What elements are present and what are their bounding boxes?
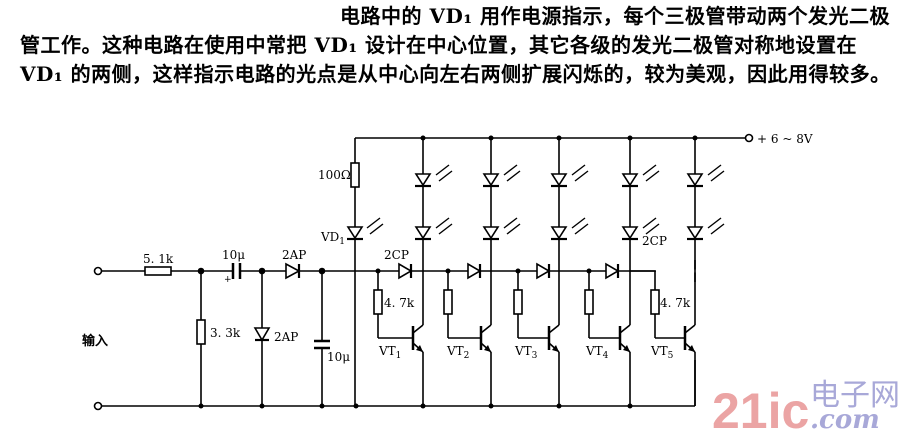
led-1b-ray xyxy=(435,217,450,229)
led-5a xyxy=(686,173,704,187)
watermark-brand-domain: .com xyxy=(810,405,880,432)
transistor-vt1-collector xyxy=(412,324,424,334)
led-4b-ray xyxy=(645,223,660,235)
led-3b-ray xyxy=(574,223,589,235)
resistor-5k1-label: 5. 1k xyxy=(143,252,174,266)
diode-2ap-shunt-label: 2AP xyxy=(274,330,298,344)
led-2b xyxy=(482,226,500,240)
resistor-4k7-label-5: 4. 7k xyxy=(660,296,691,310)
resistor-base-5 xyxy=(650,289,660,315)
junction-dot xyxy=(375,268,381,274)
led-2a xyxy=(482,173,500,187)
resistor-base-4 xyxy=(584,289,594,315)
resistor-100-ohm xyxy=(350,162,360,188)
transistor-vt1-label: VT1 xyxy=(378,344,401,361)
led-5a-ray xyxy=(707,164,722,176)
led-4a-ray xyxy=(645,170,660,182)
led-4a xyxy=(621,173,639,187)
svg-text:+: + xyxy=(224,275,232,285)
diode-2cp-2 xyxy=(467,262,482,280)
led-1b xyxy=(414,226,432,240)
transistor-vt2-label: VT2 xyxy=(446,344,469,361)
led-3a-ray xyxy=(571,164,586,176)
junction-dot xyxy=(515,268,521,274)
transistor-vt4-label: VT4 xyxy=(585,344,609,361)
paragraph-line-2: 管工作。这种电路在使用中常把 VD₁ 设计在中心位置，其它各级的发光二极管对称地… xyxy=(20,33,858,57)
input-terminal-top xyxy=(93,266,103,276)
resistor-base-2 xyxy=(443,289,453,315)
capacitor-filter-label: 10μ xyxy=(327,350,350,364)
led-2a-ray xyxy=(506,170,521,182)
led-1b-ray xyxy=(438,223,453,235)
diode-2cp-3 xyxy=(536,262,551,280)
diode-2ap-series-label: 2AP xyxy=(282,248,306,262)
led-1a-ray xyxy=(435,164,450,176)
led-stages: VT1 VT2 VT3 VT4 VT5 xyxy=(373,135,725,406)
transistor-vt2-collector xyxy=(480,324,492,334)
led-5a-ray xyxy=(710,170,725,182)
diode-2cp-label-left: 2CP xyxy=(384,248,409,262)
capacitor-coupling-label: 10μ xyxy=(222,248,245,262)
junction-dot xyxy=(259,403,265,409)
led-2a-ray xyxy=(503,164,518,176)
transistor-vt5-collector xyxy=(684,324,696,334)
vd1-label: VD1 xyxy=(320,230,345,247)
junction-dot xyxy=(319,403,325,409)
watermark-brand-cn: 电子网 xyxy=(810,378,900,413)
watermark-brand-number: 21ic xyxy=(712,383,809,432)
resistor-4k7-label-1: 4. 7k xyxy=(384,296,415,310)
diode-2cp-1 xyxy=(398,262,413,280)
supply-label: + 6 ~ 8V xyxy=(757,132,813,146)
transistor-vt4-collector xyxy=(619,324,631,334)
led-vd1 xyxy=(346,217,384,241)
transistor-vt4-arrow xyxy=(623,345,630,352)
transistor-vt3-label: VT3 xyxy=(514,344,538,361)
junction-dot xyxy=(198,403,204,409)
diode-2ap-series xyxy=(285,262,301,280)
led-4b xyxy=(621,226,639,240)
led-2b-ray xyxy=(506,223,521,235)
led-5b-ray xyxy=(710,223,725,235)
resistor-5k1 xyxy=(144,266,172,276)
diode-2ap-shunt xyxy=(253,327,271,342)
led-3b-ray xyxy=(571,217,586,229)
capacitor-coupling: + xyxy=(224,263,242,285)
led-4a-ray xyxy=(642,164,657,176)
resistor-base-1 xyxy=(373,289,383,315)
paragraph-line-1: 电路中的 VD₁ 用作电源指示，每个三极管带动两个发光二极 xyxy=(340,4,891,28)
transistor-vt5-label: VT5 xyxy=(650,344,674,361)
transistor-vt2-arrow xyxy=(484,345,491,352)
transistor-vt5-arrow xyxy=(688,345,695,352)
led-3b xyxy=(550,226,568,240)
led-3a-ray xyxy=(574,170,589,182)
led-4b-ray xyxy=(642,217,657,229)
resistor-100-ohm-label: 100Ω xyxy=(318,168,351,182)
led-3a xyxy=(550,173,568,187)
led-2b-ray xyxy=(503,217,518,229)
diode-2cp-label-right: 2CP xyxy=(642,234,667,248)
led-5b-ray xyxy=(707,217,722,229)
junction-dot xyxy=(586,268,592,274)
transistor-vt1-arrow xyxy=(416,345,423,352)
paragraph-line-3: VD₁ 的两侧，这样指示电路的光点是从中心向左右两侧扩展闪烁的，较为美观，因此用… xyxy=(20,62,891,86)
input-terminal-bottom xyxy=(93,401,103,411)
resistor-base-3 xyxy=(513,289,523,315)
resistor-3k3 xyxy=(196,319,206,345)
led-5b xyxy=(686,226,704,240)
supply-terminal xyxy=(744,133,754,143)
transistor-vt3-arrow xyxy=(552,345,559,352)
led-1a xyxy=(414,173,432,187)
led-1a-ray xyxy=(438,170,453,182)
watermark-21ic: 21ic 电子网 .com xyxy=(712,378,900,432)
transistor-vt3-collector xyxy=(548,324,560,334)
capacitor-filter xyxy=(314,339,330,350)
input-label: 输入 xyxy=(82,333,108,349)
junction-dot xyxy=(445,268,451,274)
resistor-3k3-label: 3. 3k xyxy=(210,326,241,340)
diode-2cp-4 xyxy=(605,262,620,280)
